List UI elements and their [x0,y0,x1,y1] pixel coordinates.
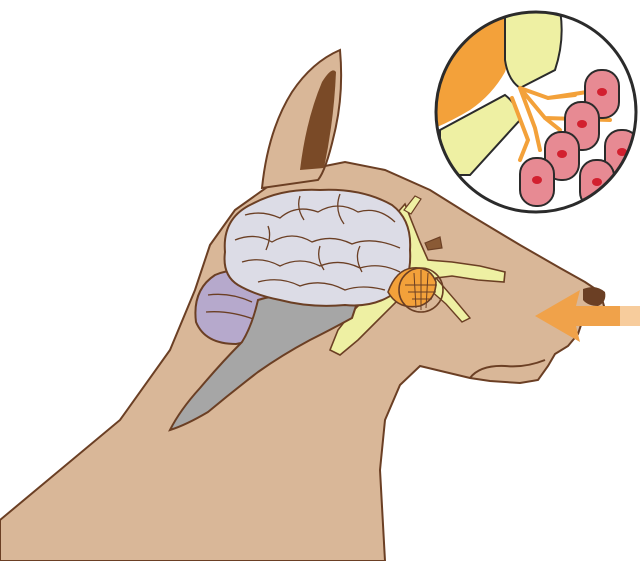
magnified-inset [430,6,640,218]
cerebrum [225,190,411,306]
